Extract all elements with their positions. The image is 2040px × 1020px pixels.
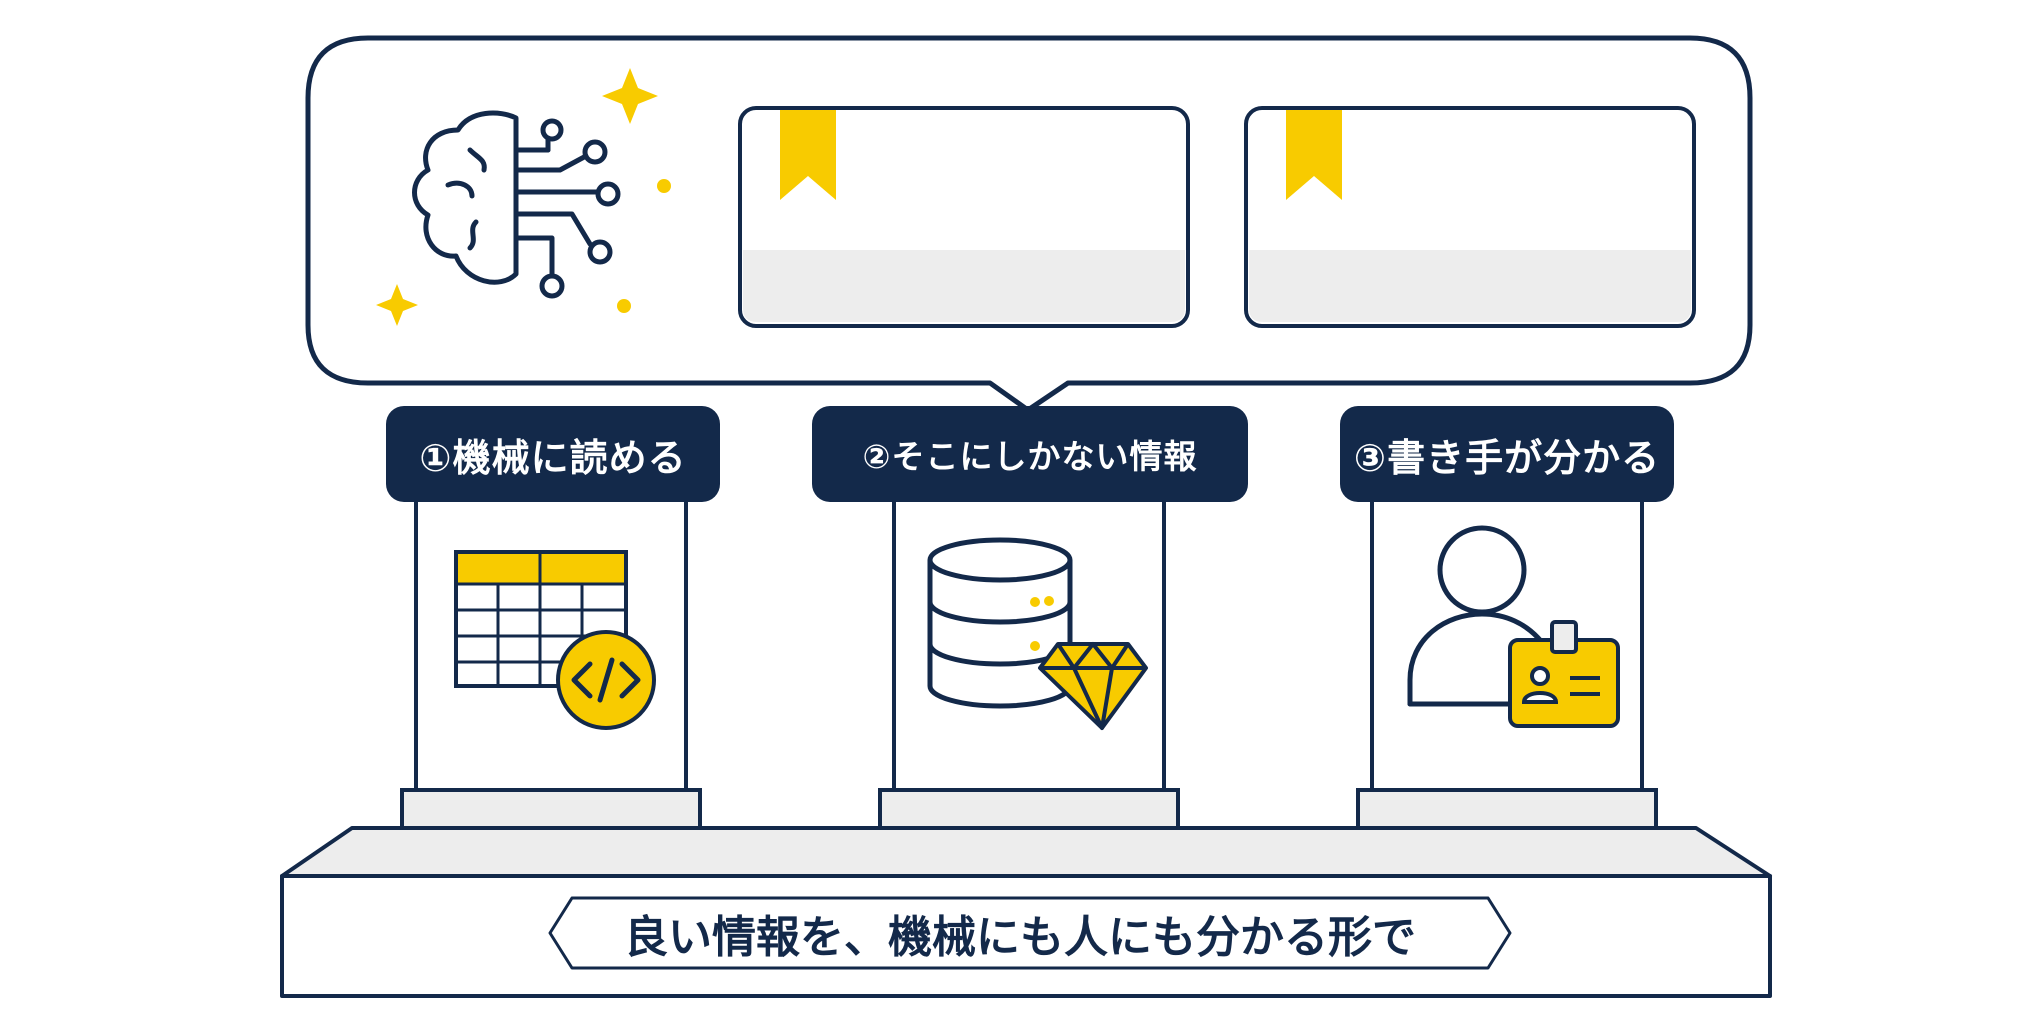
pillar-3 [1356, 494, 1658, 830]
dot-icon [617, 299, 631, 313]
pillar-2 [878, 494, 1180, 830]
database-icon [927, 537, 1073, 709]
gem-icon [1038, 642, 1148, 730]
base-caption: 良い情報を、機械にも人にも分かる形で [624, 912, 1416, 963]
platform-base [280, 826, 1772, 998]
speech-bubble [305, 35, 1753, 413]
pillar-label-3: ③書き手が分かる [1340, 406, 1674, 502]
bookmark-card [1244, 106, 1696, 328]
dot-icon [1030, 597, 1040, 607]
dot-icon [657, 179, 671, 193]
bookmark-card [738, 106, 1190, 328]
sparkle-icon [376, 284, 418, 326]
pillar-label-2: ②そこにしかない情報 [812, 406, 1248, 502]
table-code-icon [454, 550, 656, 730]
ai-brain-icon [412, 110, 621, 299]
bookmark-icon [1286, 110, 1342, 200]
sparkle-icon [602, 68, 658, 124]
dot-icon [1044, 596, 1054, 606]
person-icon [1407, 525, 1543, 707]
id-badge-icon [1508, 620, 1620, 728]
dot-icon [1030, 641, 1040, 651]
pillar-1 [400, 494, 702, 830]
bookmark-icon [780, 110, 836, 200]
pillar-label-1: ①機械に読める [386, 406, 720, 502]
